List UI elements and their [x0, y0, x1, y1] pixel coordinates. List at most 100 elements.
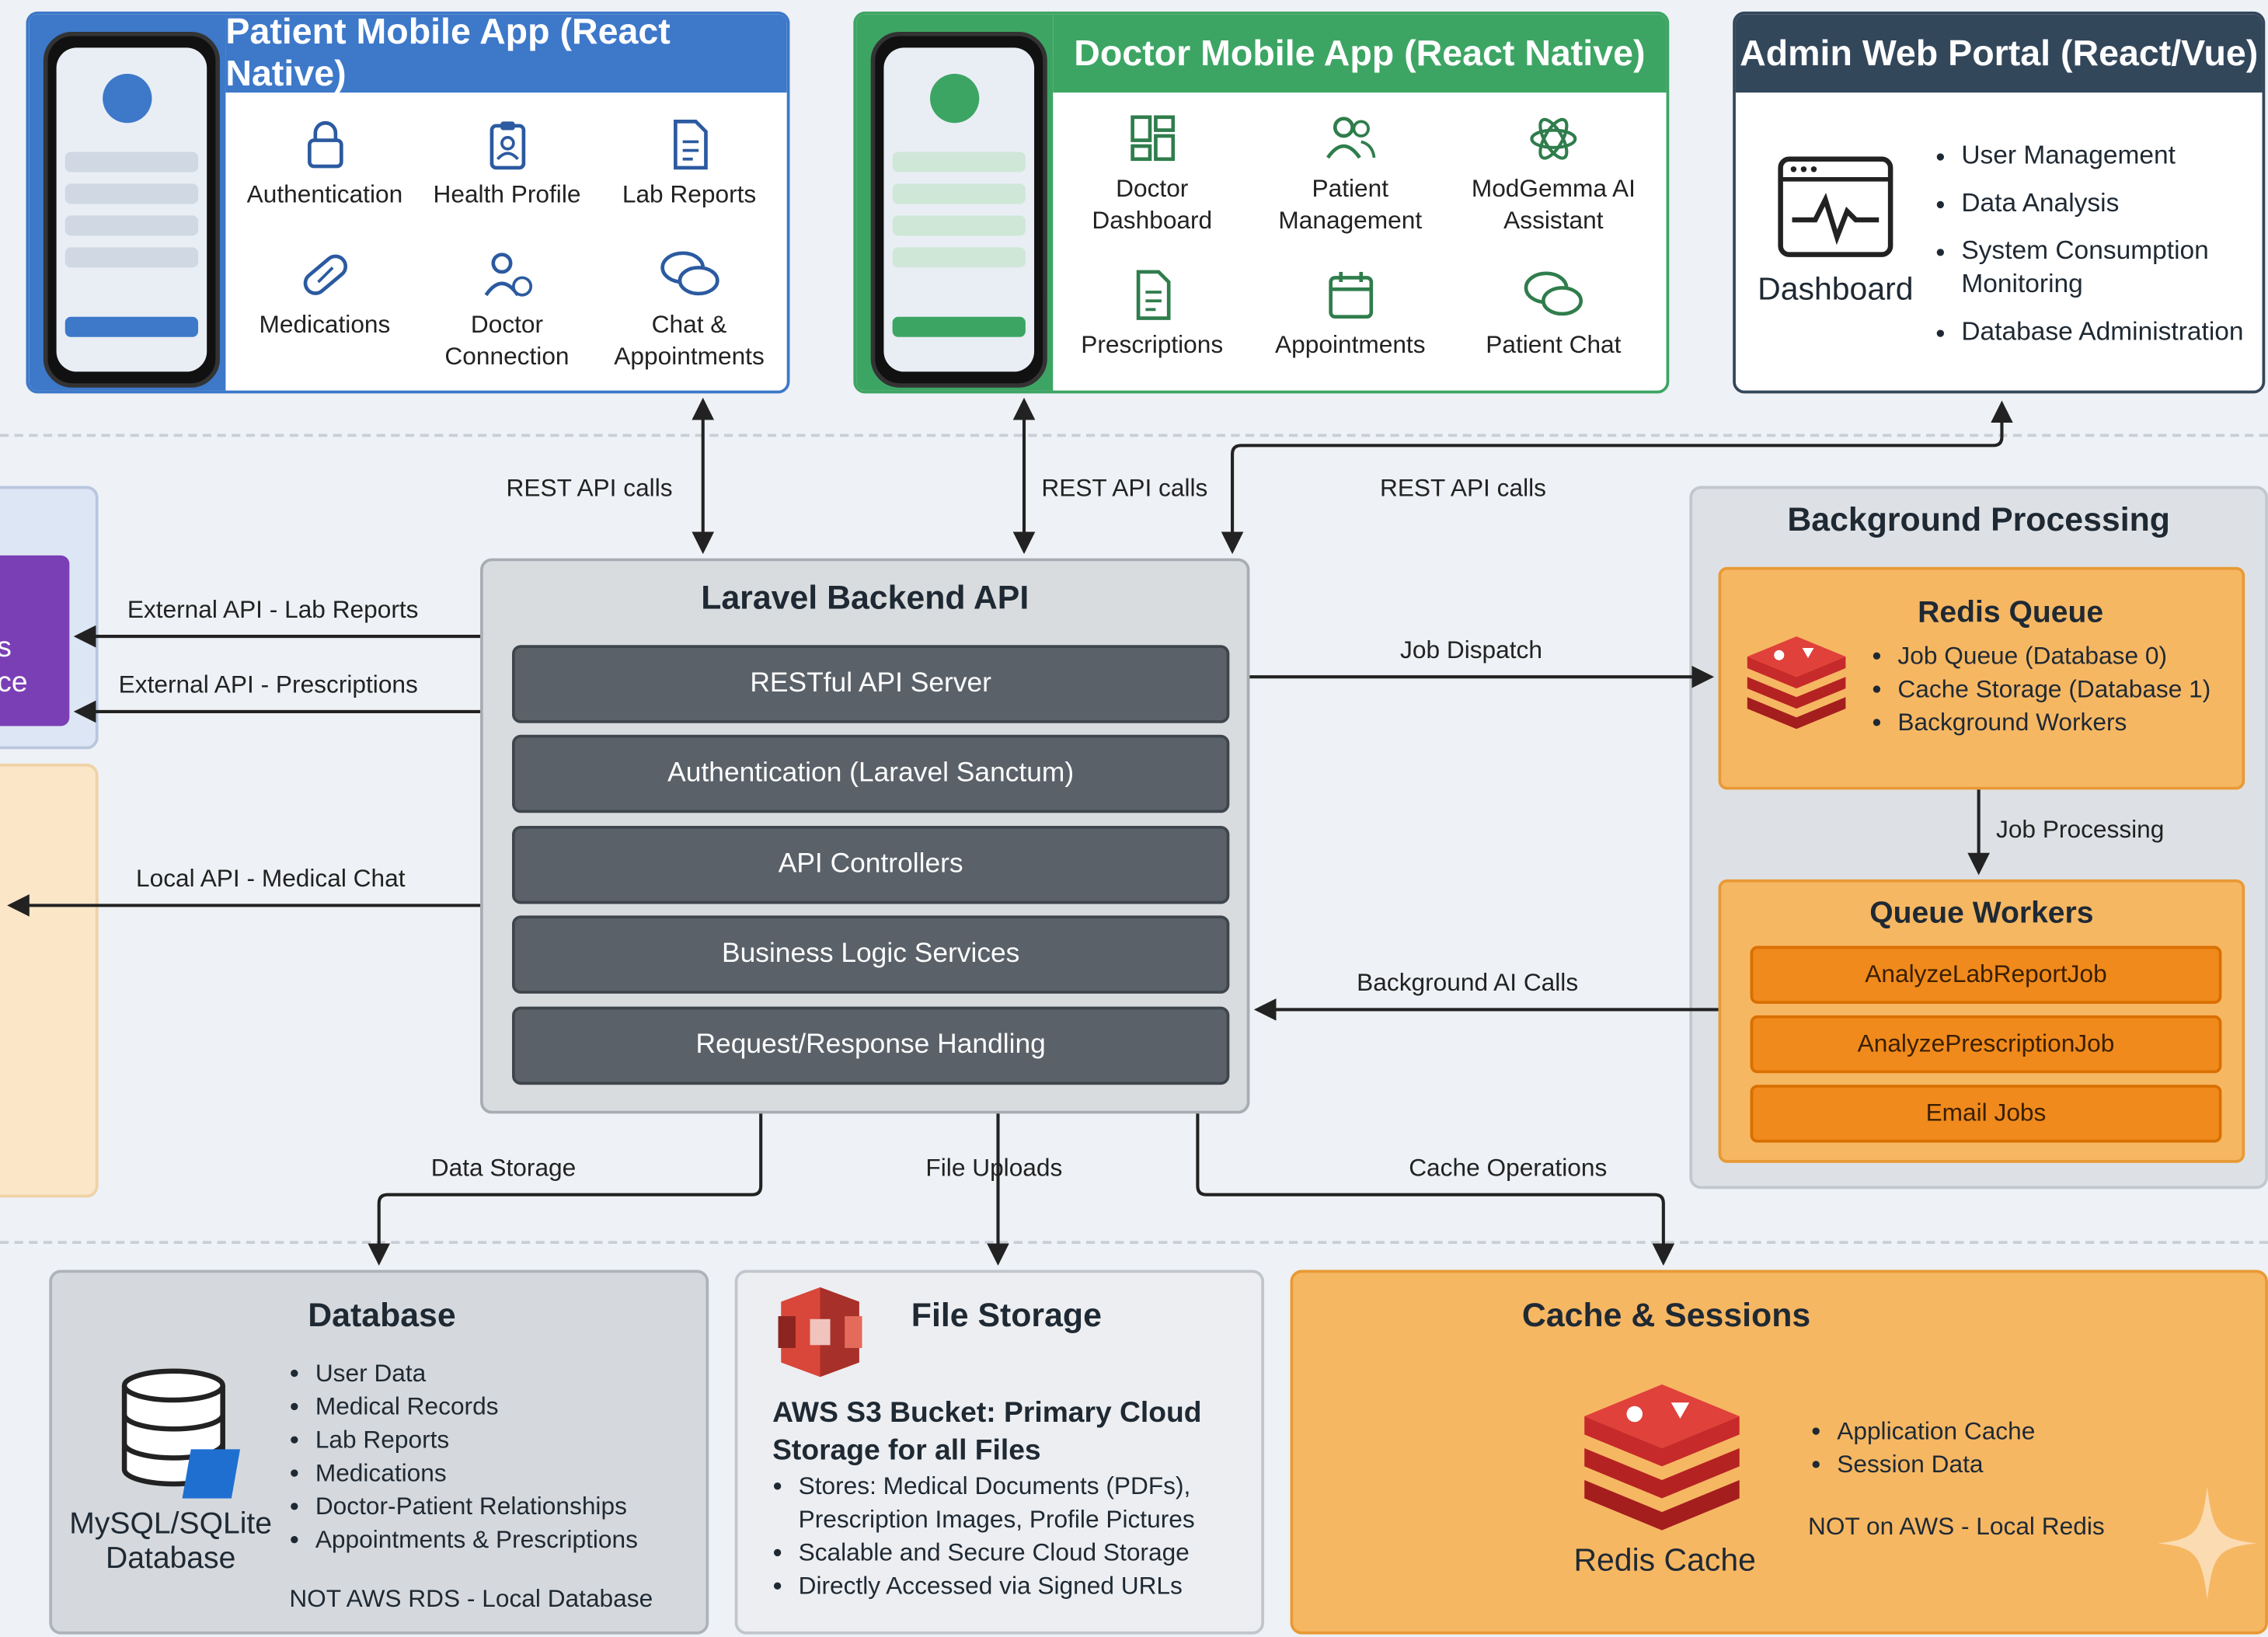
- redis-queue-item: Cache Storage (Database 1): [1897, 673, 2242, 706]
- patient-phone-screen: [56, 47, 207, 372]
- external-service-box: s ce: [0, 555, 70, 726]
- database-title: Database: [308, 1295, 456, 1334]
- avatar: [103, 73, 152, 124]
- admin-item: Data Analysis: [1961, 186, 2262, 220]
- database-item: Lab Reports: [315, 1423, 706, 1457]
- doctor-app-panel: Doctor Mobile App (React Native) Doctor …: [853, 11, 1670, 394]
- doctor-phone-screen: [883, 47, 1035, 372]
- tier-divider-top: [0, 434, 2268, 437]
- pill-icon: [302, 254, 347, 295]
- chat-icon: [1524, 271, 1583, 316]
- database-items: User Data Medical Records Lab Reports Me…: [289, 1357, 705, 1556]
- backend-layer: Request/Response Handling: [512, 1006, 1230, 1085]
- tier-divider-bottom: [0, 1241, 2268, 1244]
- file-storage-items: Stores: Medical Documents (PDFs), Prescr…: [772, 1469, 1264, 1602]
- worker-job: AnalyzePrescriptionJob: [1750, 1015, 2222, 1074]
- feature-label: Doctor Connection: [444, 311, 570, 371]
- feature-label: Appointments: [1275, 331, 1426, 359]
- feature-label: Authentication: [246, 180, 403, 209]
- s3-subtitle: AWS S3 Bucket: Primary Cloud Storage for…: [772, 1397, 1202, 1467]
- feature-label: Patient Chat: [1486, 331, 1622, 359]
- database-icon: [121, 1368, 241, 1499]
- database-label: MySQL/SQLite Database: [69, 1506, 273, 1576]
- backend-layer: API Controllers: [512, 825, 1230, 904]
- redis-queue-item: Job Queue (Database 0): [1897, 639, 2242, 673]
- cache-sessions-panel: Cache & Sessions Redis Cache Application…: [1290, 1270, 2268, 1635]
- admin-portal-panel: Admin Web Portal (React/Vue) Dashboard U…: [1733, 11, 2266, 394]
- file-storage-title: File Storage: [911, 1295, 1102, 1334]
- feature-label: ModGemma AI Assistant: [1471, 175, 1636, 235]
- file-storage-item: Scalable and Secure Cloud Storage: [799, 1536, 1264, 1569]
- label-job-processing: Job Processing: [1996, 815, 2165, 844]
- ai-icon: [1530, 117, 1577, 160]
- label-rest-admin: REST API calls: [1379, 474, 1546, 502]
- redis-queue-box: Redis Queue Job Queue (Database 0) Cache…: [1718, 566, 2245, 790]
- feature-patient-management: Patient Management: [1259, 110, 1441, 237]
- s3-bucket-icon: [778, 1287, 862, 1378]
- redis-cache-label: Redis Cache: [1573, 1541, 1756, 1579]
- dashboard-label: Dashboard: [1758, 270, 1914, 307]
- backend-layer: RESTful API Server: [512, 645, 1230, 723]
- redis-queue-item: Background Workers: [1897, 705, 2242, 739]
- admin-item: System Consumption Monitoring: [1961, 235, 2262, 301]
- feature-lab-reports: Lab Reports: [599, 116, 780, 211]
- database-note: NOT AWS RDS - Local Database: [289, 1585, 653, 1613]
- admin-item: Database Administration: [1961, 315, 2262, 349]
- file-storage-item: Stores: Medical Documents (PDFs), Prescr…: [799, 1469, 1264, 1536]
- label-job-dispatch: Job Dispatch: [1400, 636, 1542, 664]
- redis-icon: [1747, 636, 1846, 730]
- laravel-backend-panel: Laravel Backend API RESTful API Server A…: [480, 558, 1250, 1114]
- label-rest-patient: REST API calls: [506, 474, 673, 502]
- file-storage-panel: File Storage AWS S3 Bucket: Primary Clou…: [734, 1270, 1265, 1635]
- admin-item: User Management: [1961, 139, 2262, 172]
- database-item: User Data: [315, 1357, 706, 1390]
- document-icon: [673, 120, 707, 170]
- redis-queue-list: Job Queue (Database 0) Cache Storage (Da…: [1872, 639, 2242, 739]
- redis-icon: [1584, 1384, 1740, 1531]
- feature-label: Medications: [259, 311, 391, 339]
- cache-item: Application Cache: [1837, 1415, 2245, 1448]
- feature-label: Doctor Dashboard: [1092, 175, 1213, 235]
- feature-label: Lab Reports: [622, 180, 757, 209]
- stub-text: s: [0, 631, 69, 666]
- cache-items: Application Cache Session Data: [1811, 1415, 2245, 1482]
- backend-layer: Business Logic Services: [512, 915, 1230, 994]
- patient-app-panel: Patient Mobile App (React Native) Authen…: [26, 11, 790, 394]
- label-external-rx: External API - Prescriptions: [118, 670, 418, 699]
- dashboard-icon: [1130, 115, 1175, 162]
- feature-medications: Medications: [235, 246, 416, 341]
- local-ai-panel: [0, 763, 99, 1198]
- label-data-storage: Data Storage: [430, 1154, 577, 1182]
- feature-health-profile: Health Profile: [416, 116, 597, 211]
- cache-item: Session Data: [1837, 1447, 2245, 1481]
- database-item: Medical Records: [315, 1390, 706, 1423]
- label-background-ai: Background AI Calls: [1357, 969, 1579, 997]
- worker-job: Email Jobs: [1750, 1085, 2222, 1143]
- avatar: [930, 73, 980, 124]
- feature-label: Health Profile: [433, 180, 581, 209]
- queue-workers-box: Queue Workers AnalyzeLabReportJob Analyz…: [1718, 879, 2245, 1163]
- feature-appointments: Appointments: [1259, 266, 1441, 362]
- feature-chat-appointments: Chat & Appointments: [599, 246, 780, 373]
- feature-label: Chat & Appointments: [614, 311, 765, 371]
- file-storage-item: Directly Accessed via Signed URLs: [799, 1569, 1264, 1603]
- feature-prescriptions: Prescriptions: [1061, 266, 1242, 362]
- cache-note: NOT on AWS - Local Redis: [1808, 1513, 2105, 1541]
- admin-dashboard: Dashboard: [1756, 153, 1915, 308]
- label-cache-operations: Cache Operations: [1409, 1154, 1608, 1182]
- lock-icon: [307, 120, 343, 169]
- database-item: Medications: [315, 1457, 706, 1490]
- admin-portal-title: Admin Web Portal (React/Vue): [1735, 14, 2263, 93]
- sparkle-icon: [2158, 1486, 2257, 1600]
- queue-workers-title: Queue Workers: [1869, 897, 2094, 931]
- patient-app-title: Patient Mobile App (React Native): [225, 15, 787, 94]
- document-icon: [1135, 270, 1170, 320]
- feature-doctor-dashboard: Doctor Dashboard: [1061, 110, 1242, 237]
- users-icon: [1326, 117, 1375, 159]
- label-file-uploads: File Uploads: [925, 1154, 1063, 1182]
- backend-layer: Authentication (Laravel Sanctum): [512, 734, 1230, 813]
- worker-job: AnalyzeLabReportJob: [1750, 946, 2222, 1004]
- feature-patient-chat: Patient Chat: [1458, 266, 1649, 362]
- database-item: Appointments & Prescriptions: [315, 1523, 706, 1556]
